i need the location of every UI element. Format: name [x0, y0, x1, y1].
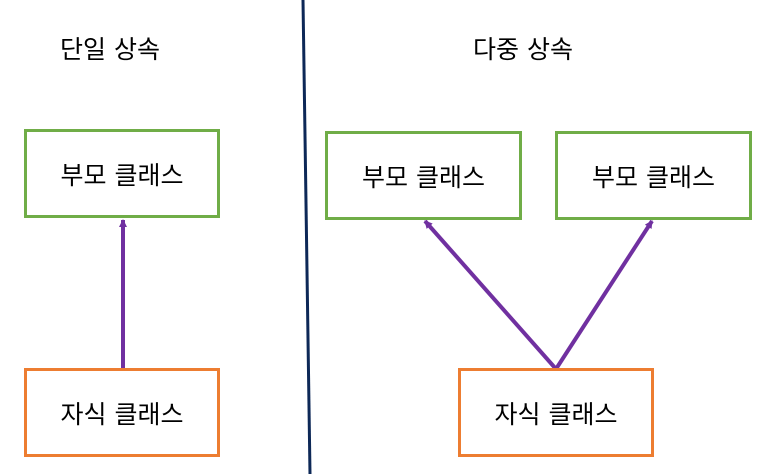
single-child-class-label: 자식 클래스: [60, 399, 184, 429]
single-parent-class-box: 부모 클래스: [24, 129, 220, 218]
single-inheritance-title: 단일 상속: [60, 35, 160, 64]
multiple-parent-class-label-right: 부모 클래스: [592, 162, 715, 192]
multiple-inheritance-arrow-left: [423, 219, 558, 371]
multiple-inheritance-arrow-right: [554, 219, 654, 371]
section-divider: [301, 0, 312, 474]
multiple-inheritance-title: 다중 상속: [473, 35, 573, 64]
multiple-parent-class-box-left: 부모 클래스: [325, 131, 522, 220]
multiple-child-class-box: 자식 클래스: [458, 368, 654, 457]
single-parent-class-label: 부모 클래스: [60, 160, 184, 190]
multiple-parent-class-box-right: 부모 클래스: [555, 131, 752, 220]
multiple-child-class-label: 자식 클래스: [494, 399, 618, 429]
multiple-parent-class-label-left: 부모 클래스: [362, 162, 485, 192]
single-child-class-box: 자식 클래스: [24, 368, 220, 457]
